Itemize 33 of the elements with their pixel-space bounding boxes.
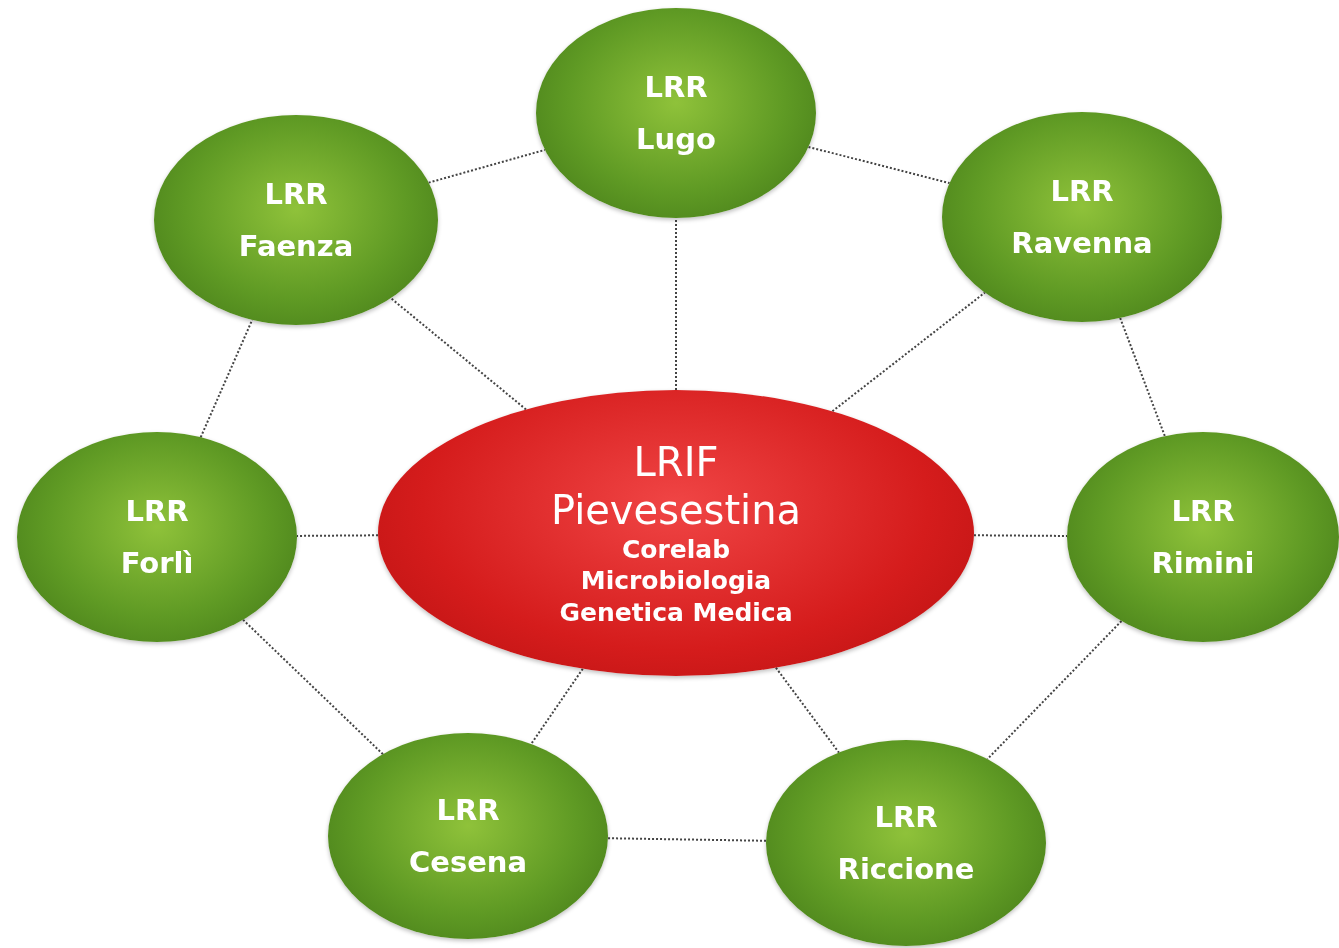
dotted-connector <box>1119 317 1166 438</box>
dotted-connector <box>986 620 1123 761</box>
city-label: Rimini <box>1151 545 1255 582</box>
lab-type-label: LRR <box>874 798 938 835</box>
hub-title: Pievesestina <box>550 486 802 535</box>
city-label: Lugo <box>636 121 716 158</box>
dotted-connector <box>199 318 254 439</box>
dotted-connector <box>389 297 527 411</box>
lab-type-label: LRR <box>264 175 328 212</box>
dotted-connector <box>296 534 380 537</box>
dotted-connector <box>242 618 384 756</box>
dotted-connector <box>972 534 1068 537</box>
dotted-connector <box>675 217 677 391</box>
city-label: Faenza <box>238 228 354 265</box>
lab-type-label: LRR <box>644 68 708 105</box>
department-label: Genetica Medica <box>559 596 793 628</box>
city-label: Cesena <box>408 844 528 881</box>
dotted-connector <box>831 291 986 413</box>
city-label: Riccione <box>837 851 975 888</box>
dotted-connector <box>530 667 584 746</box>
lab-type-label: LRR <box>125 492 189 529</box>
city-label: Ravenna <box>1011 225 1153 262</box>
dotted-connector <box>606 837 768 842</box>
dotted-connector <box>427 148 546 184</box>
hub-title: LRIF <box>633 438 719 487</box>
department-label: Corelab <box>621 534 731 566</box>
dotted-connector <box>774 666 840 754</box>
lab-type-label: LRR <box>1050 172 1114 209</box>
dotted-connector <box>807 145 951 185</box>
city-label: Forlì <box>120 545 194 582</box>
lab-type-label: LRR <box>1171 492 1235 529</box>
lab-type-label: LRR <box>436 791 500 828</box>
department-label: Microbiologia <box>580 565 772 597</box>
